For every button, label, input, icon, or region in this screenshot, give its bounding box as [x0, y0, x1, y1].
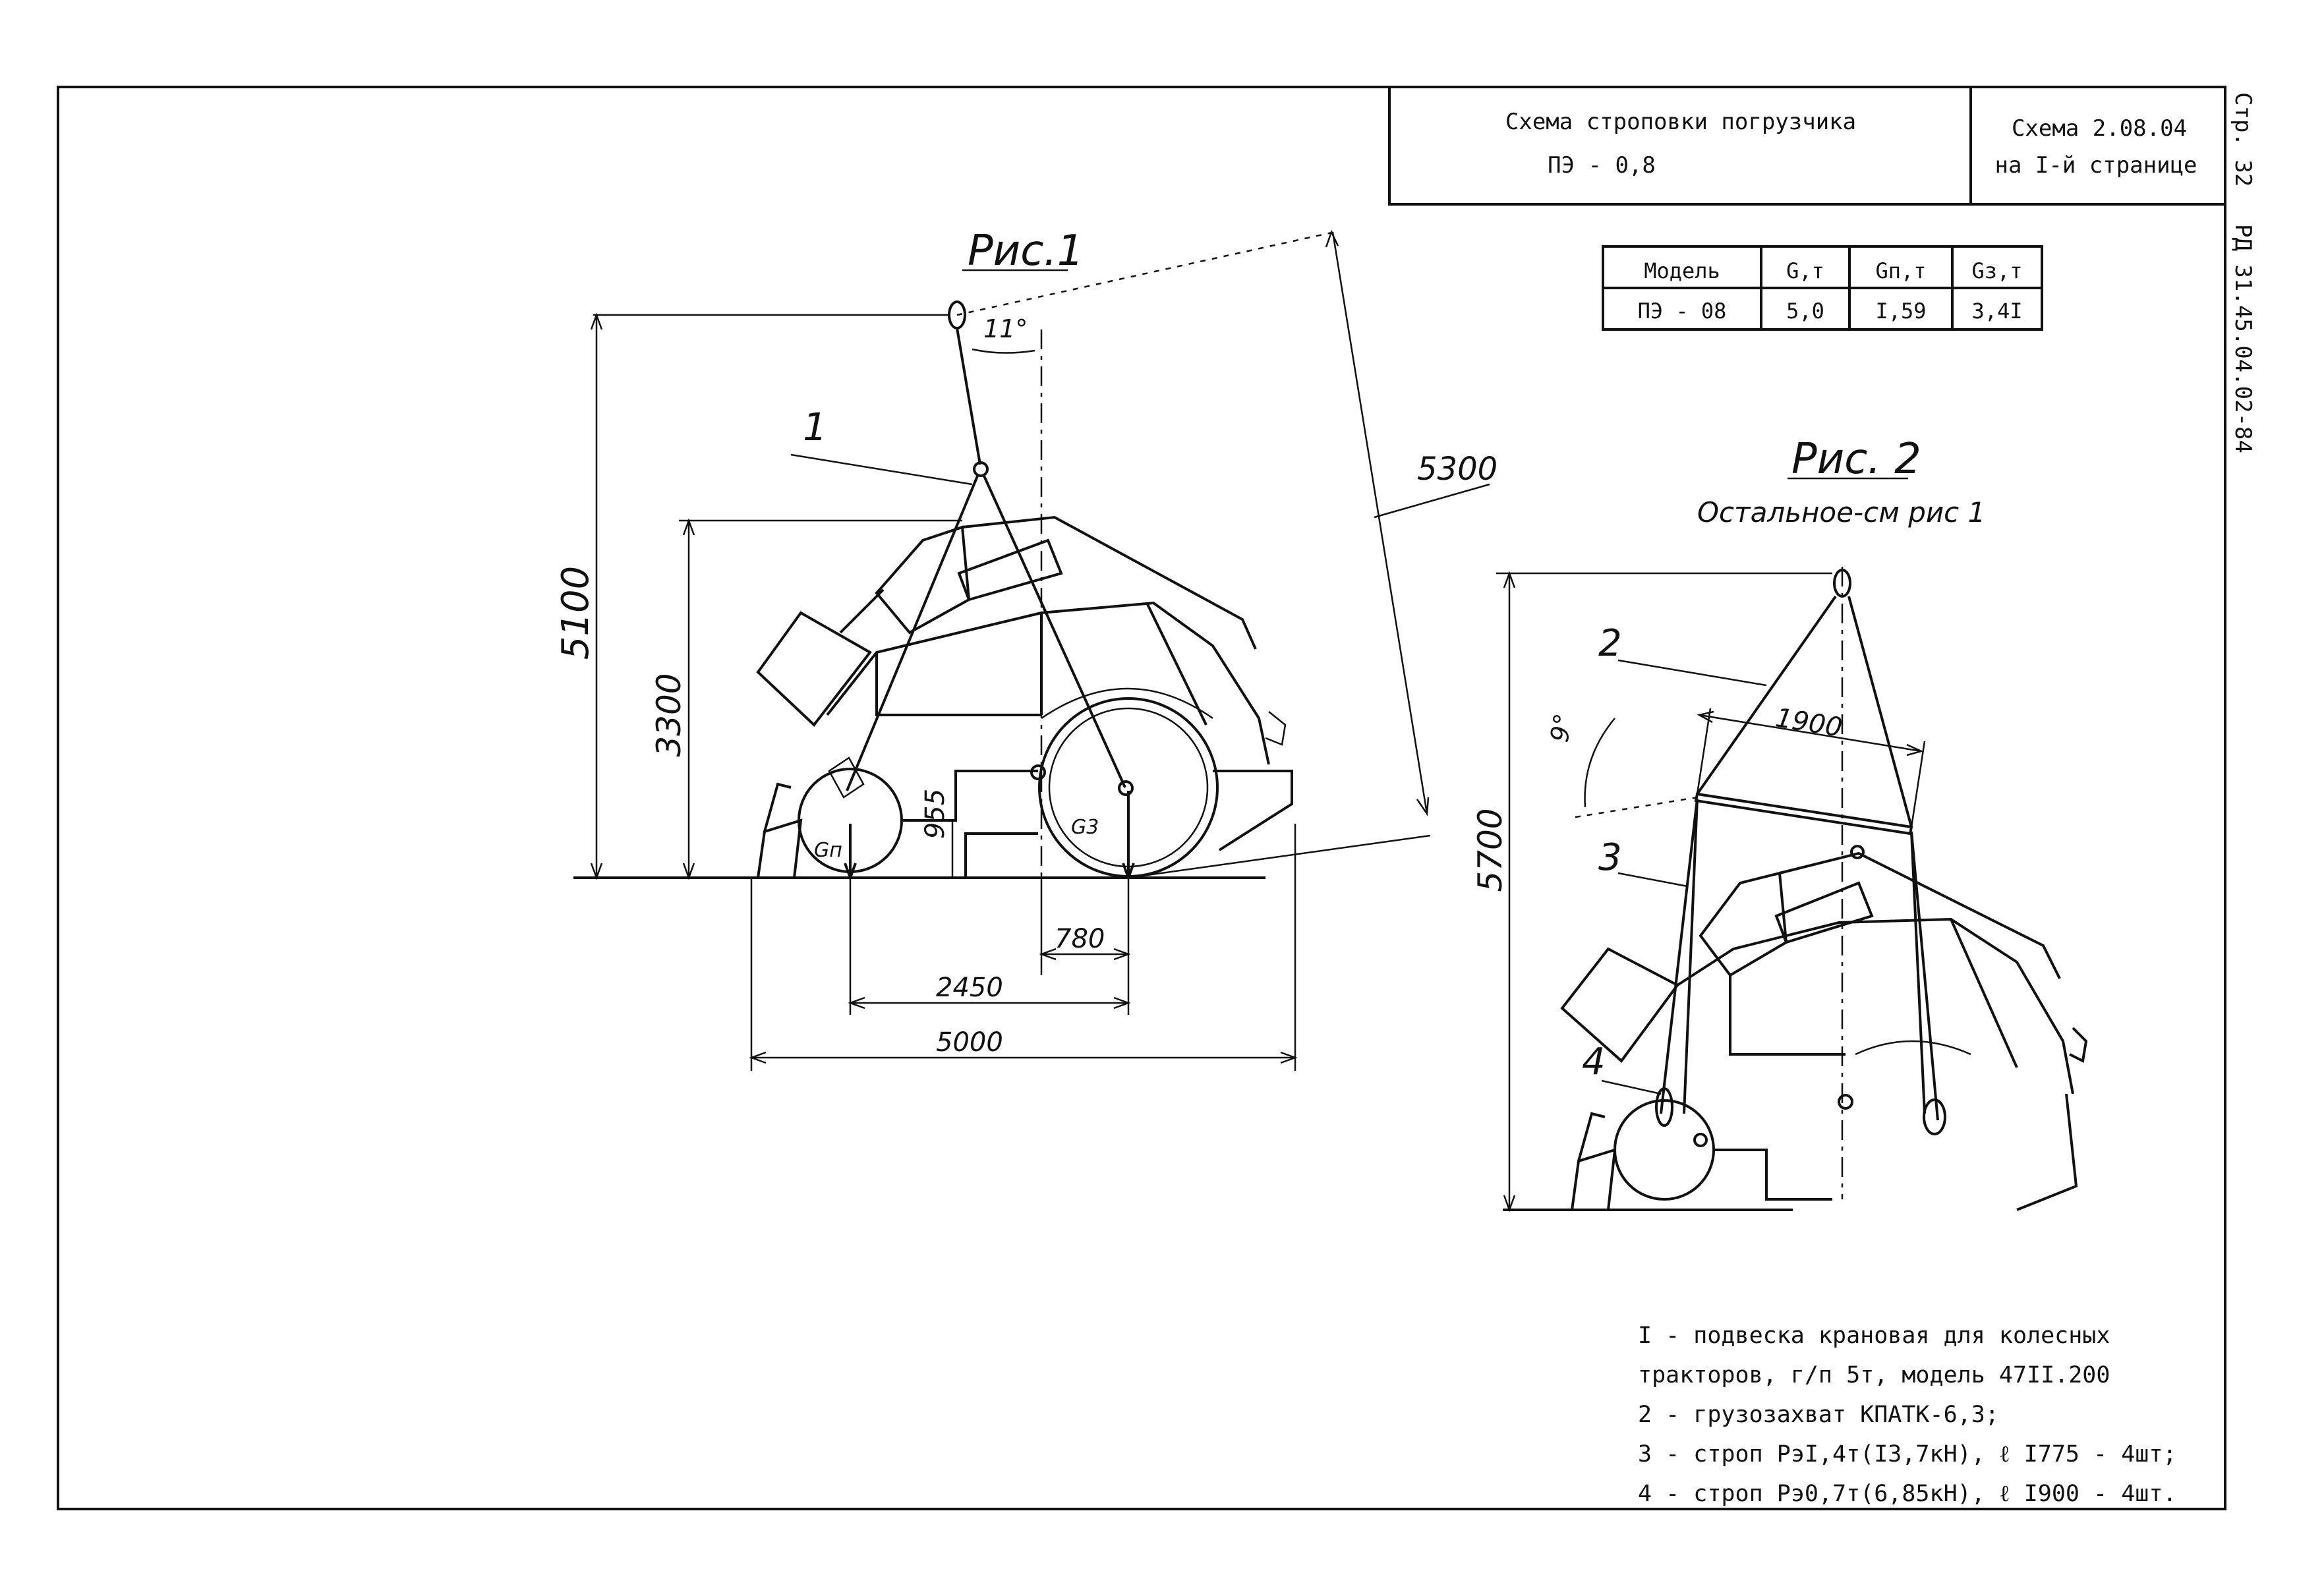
svg-text:1900: 1900	[1773, 702, 1844, 743]
fig2-angle: 9°	[1545, 711, 1579, 744]
svg-text:5300: 5300	[1417, 451, 1497, 488]
fig1-dim-2450: 2450	[848, 878, 1131, 1015]
table-header-gp: Gп,т	[1875, 258, 1926, 283]
fig2-bucket	[1560, 947, 1679, 1063]
fig2-hook-eye	[1833, 569, 1851, 598]
figure-1: Рис.1 11° 1	[554, 227, 1497, 1071]
fig2-loader-body	[1560, 845, 2088, 1211]
fig2-sling-front	[1660, 798, 1699, 1114]
table-header-gz: Gз,т	[1971, 258, 2022, 283]
svg-text:5000: 5000	[936, 1027, 1003, 1058]
fig1-dim-3300: 3300	[650, 518, 962, 880]
table-cell-model: ПЭ - 08	[1638, 299, 1727, 324]
svg-text:5100: 5100	[554, 566, 597, 660]
fig1-rear-axle	[1118, 780, 1134, 796]
fig2-leader-2: 2	[1598, 622, 1622, 665]
table-header-g: G,т	[1786, 258, 1824, 283]
legend: I - подвеска крановая для колесных тракт…	[1638, 1323, 2177, 1507]
title-line1: Схема строповки погрузчика	[1505, 109, 1856, 135]
legend-line-4: 3 - строп РэI,4т(I3,7кН), ℓ I775 - 4шт;	[1638, 1441, 2177, 1468]
ref-line1: Схема 2.08.04	[2012, 115, 2187, 142]
svg-text:780: 780	[1055, 924, 1105, 954]
side-stamp-page: Стр. 32	[2230, 92, 2256, 186]
legend-line-2: тракторов, г/п 5т, модель 47II.200	[1638, 1362, 2110, 1388]
table-cell-g: 5,0	[1786, 299, 1824, 324]
fig1-sling-front	[846, 474, 979, 791]
weights-table: Модель G,т Gп,т Gз,т ПЭ - 08 5,0 I,59 3,…	[1602, 245, 2043, 331]
table-cell-gp: I,59	[1875, 299, 1926, 324]
legend-line-1: I - подвеска крановая для колесных	[1638, 1323, 2110, 1349]
side-stamp-doc: РД 31.45.04.02-84	[2230, 224, 2256, 453]
side-stamp: Стр. 32 РД 31.45.04.02-84	[2230, 92, 2256, 453]
fig1-dim-5300: 5300	[1128, 229, 1497, 879]
fig1-leader-1: 1	[803, 405, 827, 449]
fig1-sling-rear	[982, 474, 1126, 788]
legend-line-3: 2 - грузозахват КПАТК-6,3;	[1638, 1402, 1999, 1428]
ref-line2: на I-й странице	[1994, 152, 2197, 179]
fig1-label-gz: G3	[1071, 816, 1099, 839]
svg-text:2450: 2450	[936, 973, 1003, 1003]
figure-2: Рис. 2 Остальное-см рис 1 9° 1900	[1471, 435, 2088, 1212]
fig2-spreader-beam	[1694, 792, 1913, 836]
fig1-bucket	[756, 611, 872, 727]
fig1-label-gp: Gп	[814, 839, 842, 862]
title-line2: ПЭ - 0,8	[1548, 152, 1656, 179]
fig1-loader-body	[756, 515, 1293, 879]
table-cell-gz: 3,4I	[1971, 299, 2022, 324]
table-header-model: Модель	[1644, 258, 1720, 283]
fig1-dim-5100: 5100	[554, 312, 949, 880]
fig2-sling-rear	[1910, 831, 1926, 1114]
fig2-leader-3: 3	[1598, 836, 1622, 879]
fig1-dim-5000: 5000	[749, 824, 1298, 1071]
fig1-sling-ring	[973, 461, 989, 477]
fig1-dim-780: 780	[1039, 878, 1131, 1015]
svg-text:5700: 5700	[1471, 808, 1509, 892]
svg-text:955: 955	[920, 789, 950, 839]
svg-text:3300: 3300	[650, 673, 688, 756]
fig1-dim-955: 955	[920, 789, 954, 878]
title-block: Схема строповки погрузчика ПЭ - 0,8 Схем…	[1388, 86, 2226, 206]
figure2-subcaption: Остальное-см рис 1	[1697, 496, 1985, 528]
fig2-front-wheel	[1614, 1099, 1715, 1201]
fig2-dim-5700: 5700	[1471, 571, 1832, 1212]
fig2-leader-4: 4	[1582, 1040, 1606, 1083]
drawing-frame	[57, 86, 2226, 1510]
fig2-dim-1900: 1900	[1696, 702, 1926, 828]
figure2-caption: Рис. 2	[1791, 435, 1921, 484]
fig1-angle: 11°	[983, 314, 1028, 343]
legend-line-5: 4 - строп Рэ0,7т(6,85кН), ℓ I900 - 4шт.	[1638, 1481, 2177, 1507]
figure1-caption: Рис.1	[968, 227, 1084, 275]
fig2-rear-axle	[1838, 1094, 1853, 1110]
